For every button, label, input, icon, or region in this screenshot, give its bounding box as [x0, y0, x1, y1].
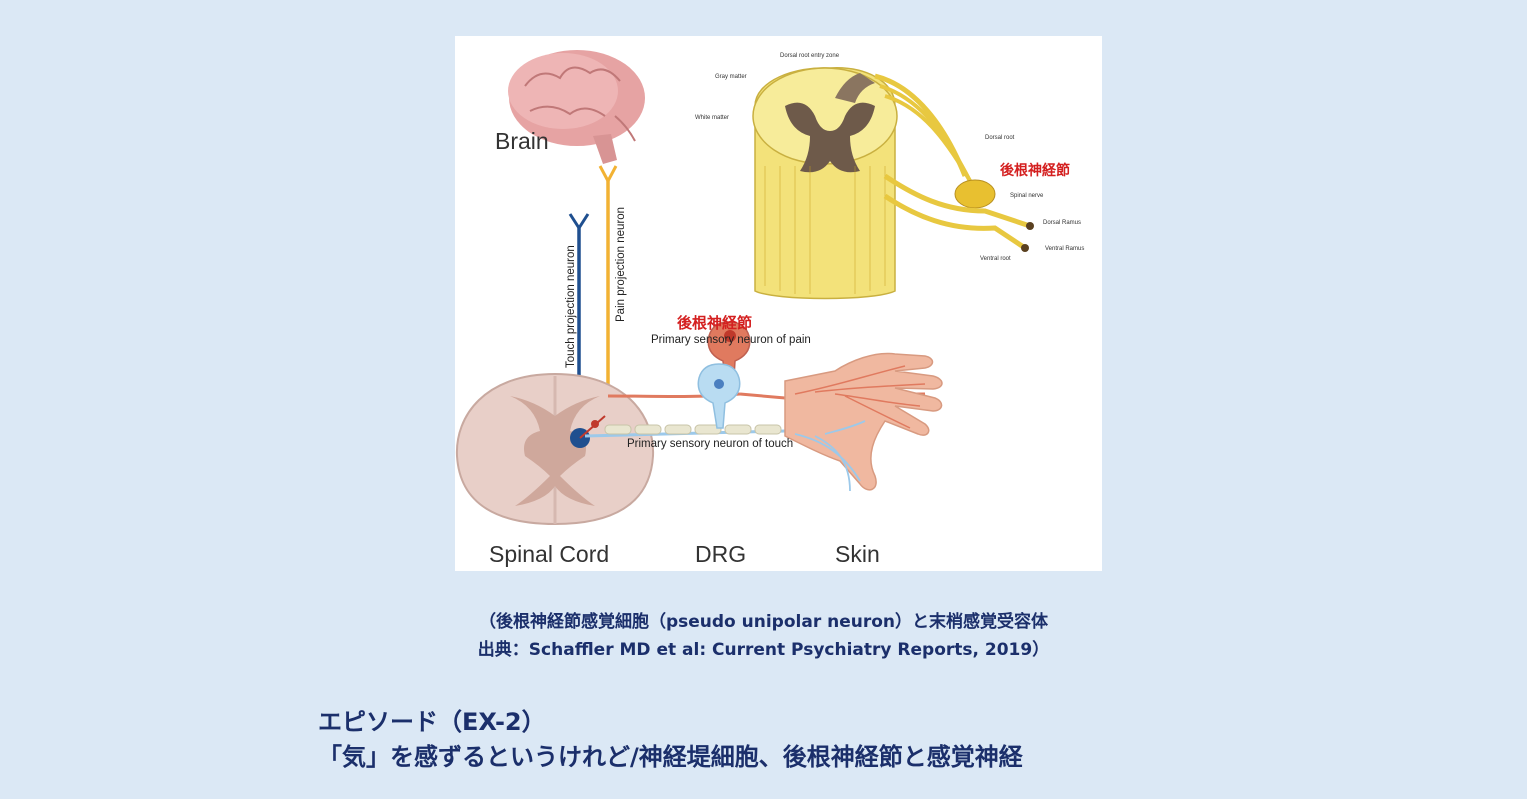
inset-drg-jp-label: 後根神経節: [1000, 163, 1070, 179]
drg-cell-bodies: [697, 321, 751, 429]
inset-white-matter: White matter: [695, 115, 730, 121]
inset-gray-matter: Gray matter: [715, 74, 747, 80]
figure-illustration: [455, 50, 1034, 526]
touch-projection-label: Touch projection neuron: [565, 245, 577, 368]
inset-spinal-nerve: Spinal nerve: [1010, 193, 1044, 199]
inset-dorsal-root-entry-zone: Dorsal root entry zone: [780, 53, 840, 59]
inset-ventral-root: Ventral root: [980, 256, 1011, 262]
drg-jp-label: 後根神経節: [677, 314, 753, 332]
spinal-cord-inset: [752, 67, 1034, 300]
touch-primary-label: Primary sensory neuron of touch: [627, 438, 794, 450]
skin-label: Skin: [835, 541, 880, 567]
spinal-cord-label: Spinal Cord: [489, 541, 610, 567]
neuron-figure: Brain Spinal Cord DRG Skin Touch project…: [455, 36, 1102, 571]
drg-label: DRG: [695, 541, 747, 567]
hand-illustration: [784, 352, 943, 492]
page-title-line2: 「気」を感ずるというけれど/神経堤細胞、後根神経節と感覚神経: [318, 743, 1023, 771]
brain-label: Brain: [495, 128, 549, 154]
page-title-line1: エピソード（EX-2）: [318, 708, 546, 736]
pain-projection-label: Pain projection neuron: [615, 206, 627, 322]
figure-caption-line2: 出典：Schaffler MD et al: Current Psychiatr…: [477, 640, 1050, 660]
inset-dorsal-root: Dorsal root: [985, 135, 1015, 141]
spinal-cord-section: [455, 372, 655, 526]
figure-caption-line1: （後根神経節感覚細胞（pseudo unipolar neuron）と末梢感覚受…: [478, 612, 1049, 632]
inset-dorsal-ramus: Dorsal Ramus: [1043, 220, 1082, 226]
brain-illustration: [508, 50, 645, 164]
inset-ventral-ramus: Ventral Ramus: [1045, 246, 1085, 252]
pain-primary-label: Primary sensory neuron of pain: [651, 334, 811, 346]
